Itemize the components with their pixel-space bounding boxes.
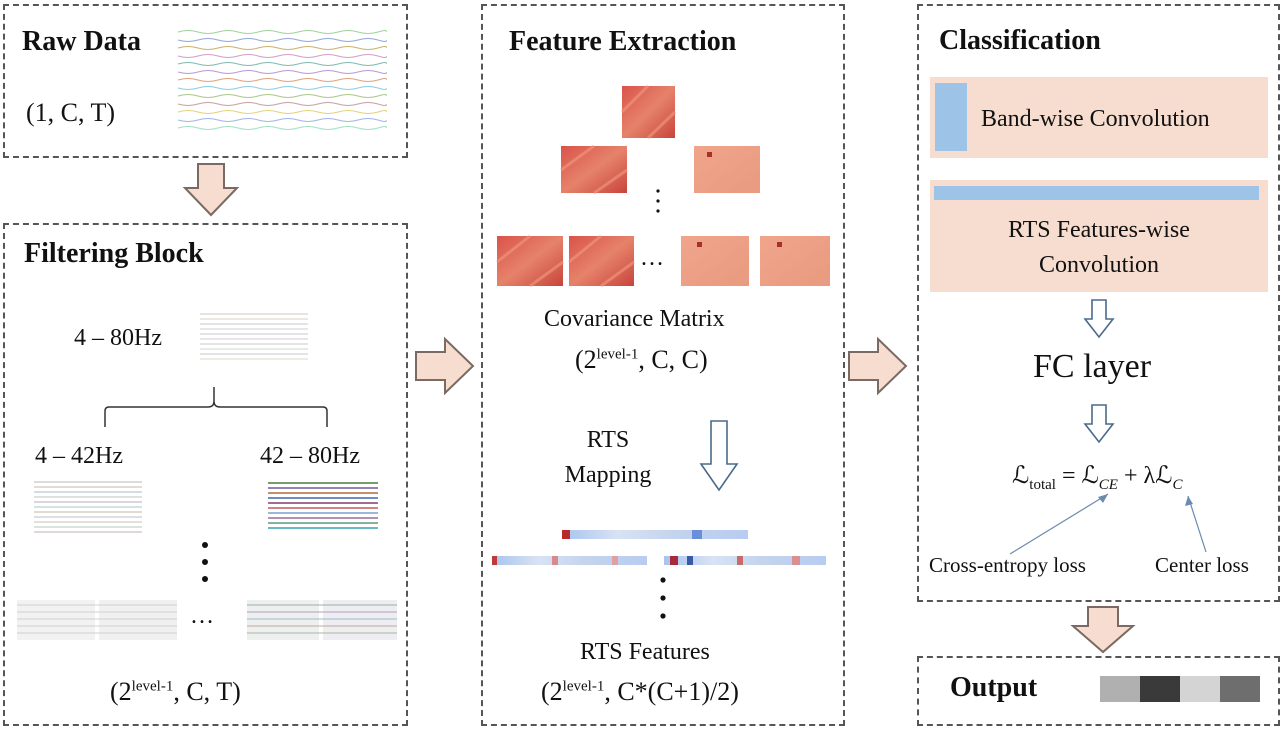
- loss-pointer-lines: [1009, 493, 1207, 555]
- output-title: Output: [950, 672, 1038, 703]
- raw-data-title: Raw Data: [22, 26, 141, 57]
- band-low-label: 4 – 42Hz: [35, 443, 123, 469]
- classification-box: [917, 4, 1280, 602]
- band-full-label: 4 – 80Hz: [74, 325, 162, 351]
- split-brace: [104, 387, 328, 427]
- rts-mapping-line1: RTS: [586, 427, 630, 453]
- eeg-band-low: [34, 481, 142, 533]
- band-high-label: 42 – 80Hz: [260, 443, 360, 469]
- loss-eq: = ℒ: [1055, 463, 1099, 489]
- feature-extraction-box: [481, 4, 845, 726]
- cov-shape-prefix: (2: [575, 345, 597, 374]
- cov-vertical-dots: [656, 189, 660, 213]
- output-class-4: [1220, 676, 1260, 702]
- loss-equation: ℒtotal = ℒCE + λℒC: [1012, 461, 1182, 494]
- cov-shape-suffix: , C, C): [638, 345, 708, 374]
- cross-entropy-label: Cross-entropy loss: [929, 553, 1086, 577]
- filtering-shape-sup: level-1: [131, 678, 174, 695]
- filtering-block-title: Filtering Block: [24, 238, 204, 269]
- output-class-2: [1140, 676, 1180, 702]
- rts-mapping-arrow: [699, 420, 739, 492]
- feature-extraction-title: Feature Extraction: [509, 26, 737, 57]
- band-wise-conv-label: Band-wise Convolution: [981, 106, 1210, 132]
- cov-ellipsis: …: [640, 245, 664, 271]
- raw-data-box: [3, 4, 408, 158]
- rts-vertical-dots: [660, 577, 666, 619]
- vertical-dots: [202, 542, 208, 582]
- cov-shape-sup: level-1: [596, 346, 639, 363]
- output-class-1: [1100, 676, 1140, 702]
- down-arrow-raw-to-filter: [182, 163, 240, 217]
- eeg-band-full: [200, 313, 308, 360]
- right-arrow-filter-to-feature: [415, 336, 475, 396]
- eeg-band-high: [268, 482, 378, 529]
- down-arrow-to-loss: [1083, 404, 1115, 444]
- rts-feature-vectors: [492, 530, 826, 565]
- eeg-level-bands-right: [247, 600, 397, 640]
- filtering-shape-suffix: , C, T): [173, 677, 241, 706]
- filtering-shape: (2level-1, C, T): [110, 677, 241, 707]
- band-wise-conv-block: [930, 77, 1268, 158]
- covariance-matrices: [496, 84, 830, 288]
- down-arrow-to-fc: [1083, 299, 1115, 339]
- loss-plus: + λℒ: [1117, 463, 1173, 489]
- eeg-level-bands-left: [17, 600, 177, 640]
- rts-features-shape: (2level-1, C*(C+1)/2): [541, 677, 739, 707]
- loss-total-sub: total: [1029, 476, 1056, 493]
- rts-conv-blue: [934, 186, 1259, 200]
- filter-ellipsis: …: [190, 603, 214, 629]
- loss-total-symbol: ℒ: [1012, 463, 1030, 489]
- rts-mapping-line2: Mapping: [564, 462, 652, 488]
- band-wise-conv-blue: [935, 83, 967, 151]
- covariance-shape: (2level-1, C, C): [575, 345, 708, 375]
- fc-layer-label: FC layer: [1033, 348, 1152, 385]
- loss-ce-sub: CE: [1098, 476, 1118, 493]
- center-loss-label: Center loss: [1155, 553, 1249, 577]
- covariance-matrix-label: Covariance Matrix: [544, 306, 725, 332]
- right-arrow-feature-to-class: [848, 336, 908, 396]
- raw-eeg-signal: [177, 30, 387, 130]
- rts-conv-line1: RTS Features-wise: [1008, 217, 1190, 243]
- loss-c-sub: C: [1172, 476, 1183, 493]
- filtering-block-box: [3, 223, 408, 726]
- rts-shape-suffix: , C*(C+1)/2): [604, 677, 739, 706]
- rts-shape-prefix: (2: [541, 677, 563, 706]
- classification-title: Classification: [939, 25, 1101, 56]
- output-probabilities: [1100, 676, 1260, 702]
- raw-data-shape: (1, C, T): [26, 98, 116, 127]
- filtering-shape-prefix: (2: [110, 677, 132, 706]
- output-class-3: [1180, 676, 1220, 702]
- rts-features-label: RTS Features: [580, 639, 710, 665]
- rts-conv-line2: Convolution: [1038, 252, 1159, 278]
- rts-shape-sup: level-1: [562, 678, 605, 695]
- down-arrow-to-output: [1070, 606, 1136, 654]
- output-box: [917, 656, 1280, 726]
